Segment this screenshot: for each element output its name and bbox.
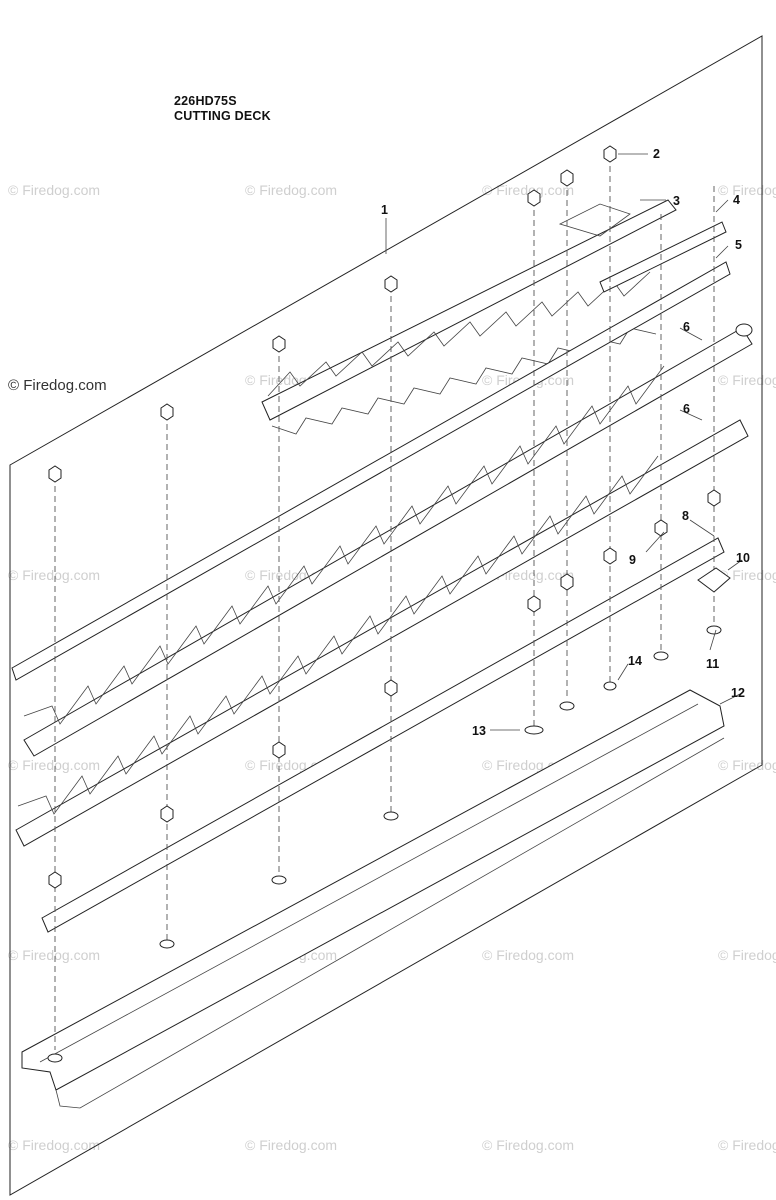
callout-8: 8 xyxy=(682,509,689,523)
model-number: 226HD75S xyxy=(174,94,237,108)
bolt-assemblies xyxy=(47,145,753,1063)
leader-lines xyxy=(385,153,743,731)
lower-blades-6 xyxy=(15,327,753,847)
callout-11: 11 xyxy=(706,657,719,671)
upper-blade xyxy=(261,199,677,435)
guide-bar-8 xyxy=(41,537,725,933)
watermark: © Firedog.com xyxy=(245,1137,337,1153)
watermark: © Firedog.com xyxy=(718,372,776,388)
watermark: © Firedog.com xyxy=(8,947,100,963)
frame-rail-12 xyxy=(21,689,725,1109)
callout-13: 13 xyxy=(472,724,486,738)
watermark: © Firedog.com xyxy=(718,182,776,198)
watermark: © Firedog.com xyxy=(718,947,776,963)
plate-4 xyxy=(599,221,727,293)
watermark: © Firedog.com xyxy=(482,947,574,963)
guide-bar-5 xyxy=(11,261,731,681)
watermark: © Firedog.com xyxy=(482,182,574,198)
callout-5: 5 xyxy=(735,238,742,252)
watermark: © Firedog.com xyxy=(718,1137,776,1153)
callout-1: 1 xyxy=(381,203,388,217)
watermark: © Firedog.com xyxy=(245,182,337,198)
callout-2: 2 xyxy=(653,147,660,161)
section-title: CUTTING DECK xyxy=(174,109,271,123)
watermark: © Firedog.com xyxy=(718,757,776,773)
callout-3: 3 xyxy=(673,194,680,208)
callout-6b: 6 xyxy=(683,402,690,416)
callout-4: 4 xyxy=(733,193,740,207)
watermark-prominent: © Firedog.com xyxy=(8,377,107,394)
callout-14: 14 xyxy=(628,654,642,668)
callout-9: 9 xyxy=(629,553,636,567)
watermark: © Firedog.com xyxy=(8,182,100,198)
watermark: © Firedog.com xyxy=(482,1137,574,1153)
watermark: © Firedog.com xyxy=(8,567,100,583)
watermark: © Firedog.com xyxy=(8,757,100,773)
watermark: © Firedog.com xyxy=(8,1137,100,1153)
callout-6a: 6 xyxy=(683,320,690,334)
callout-12: 12 xyxy=(731,686,745,700)
callout-10: 10 xyxy=(736,551,750,565)
frame-outline xyxy=(9,35,763,1196)
callout-labels: 1 2 3 4 5 6 6 8 9 10 11 12 13 14 xyxy=(381,147,750,738)
